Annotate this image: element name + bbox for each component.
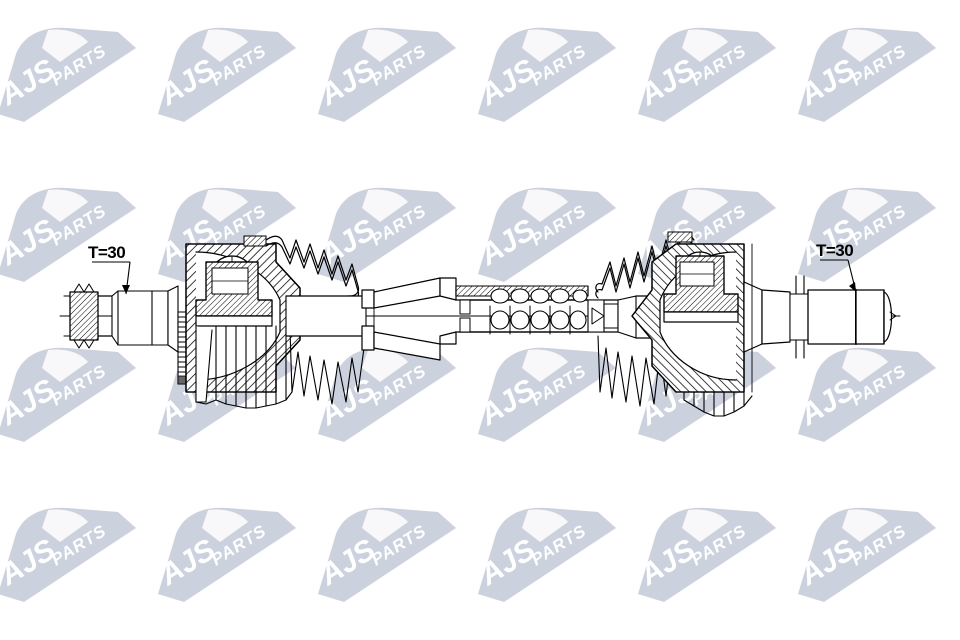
watermark-shape xyxy=(478,187,616,282)
watermark-shape xyxy=(638,27,776,122)
right-leader-line xyxy=(820,259,857,293)
left-boot-clamp-large xyxy=(361,289,375,351)
watermark-shape xyxy=(318,187,456,282)
watermark-shape xyxy=(0,27,136,122)
watermark-shape xyxy=(0,187,136,282)
watermark-shape xyxy=(158,507,296,602)
watermark-shape xyxy=(798,27,936,122)
watermark-shape xyxy=(318,347,456,442)
right-cv-ball-cage xyxy=(663,251,739,323)
left-leader-line xyxy=(92,261,131,295)
watermark-shape xyxy=(798,507,936,602)
center-support-bearing xyxy=(455,285,619,335)
watermark-shape xyxy=(798,347,936,442)
watermark-shape xyxy=(318,27,456,122)
left-cv-ball-cage xyxy=(195,255,273,327)
bearing-rollers-lower xyxy=(490,310,587,330)
left-bellows-boot-lower xyxy=(195,325,365,409)
watermark-shape xyxy=(158,27,296,122)
right-boot-clamp-small xyxy=(667,231,693,243)
left-shaft-body xyxy=(285,295,369,337)
left-spline-count-label: T=30 xyxy=(88,243,126,262)
right-spline-count-label: T=30 xyxy=(816,241,854,260)
right-shoulder xyxy=(743,243,791,393)
left-splined-journal xyxy=(111,285,179,353)
watermark-shape xyxy=(478,507,616,602)
left-boot-clamp-small xyxy=(243,235,267,247)
bearing-rollers-upper xyxy=(490,288,588,304)
watermark-shape xyxy=(638,507,776,602)
right-splined-stub xyxy=(789,275,897,359)
watermark-shape xyxy=(318,507,456,602)
watermark-shape xyxy=(478,347,616,442)
watermark-shape xyxy=(0,347,136,442)
watermark-shape xyxy=(478,27,616,122)
watermark-shape xyxy=(0,507,136,602)
watermark-shape xyxy=(798,187,936,282)
left-stub-end xyxy=(63,283,113,349)
